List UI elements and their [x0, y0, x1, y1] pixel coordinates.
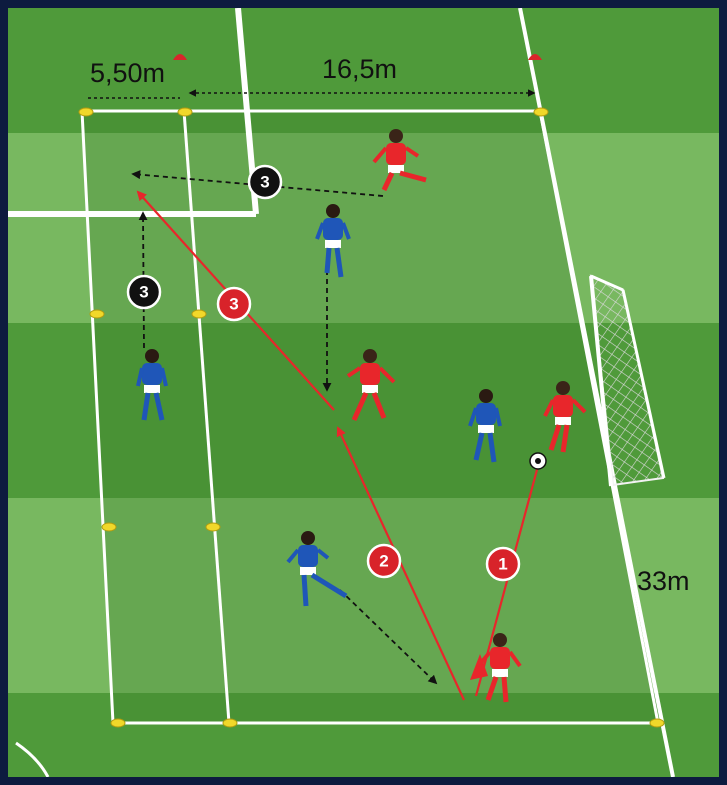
cone-yellow: [111, 719, 125, 727]
cone-yellow: [534, 108, 548, 116]
svg-text:3: 3: [229, 295, 238, 314]
cone-yellow: [90, 310, 104, 318]
drill-diagram: 5,50m 16,5m 33m: [8, 8, 719, 777]
measure-left-width: 5,50m: [90, 58, 165, 88]
badge-run-3-top: 3: [249, 166, 281, 198]
badge-pass-3-red: 3: [218, 288, 250, 320]
badge-run-3-left: 3: [128, 276, 160, 308]
cone-yellow: [206, 523, 220, 531]
ball: [530, 453, 546, 469]
svg-text:3: 3: [260, 173, 269, 192]
badge-pass-1: 1: [487, 548, 519, 580]
svg-text:2: 2: [379, 552, 388, 571]
cone-yellow: [178, 108, 192, 116]
cone-yellow: [223, 719, 237, 727]
measure-field-length: 33m: [637, 566, 690, 596]
svg-text:1: 1: [498, 555, 507, 574]
cone-yellow: [79, 108, 93, 116]
cone-yellow: [192, 310, 206, 318]
cone-yellow: [650, 719, 664, 727]
measure-box-width: 16,5m: [322, 54, 397, 84]
cone-yellow: [102, 523, 116, 531]
svg-text:3: 3: [139, 283, 148, 302]
badge-pass-2: 2: [368, 545, 400, 577]
